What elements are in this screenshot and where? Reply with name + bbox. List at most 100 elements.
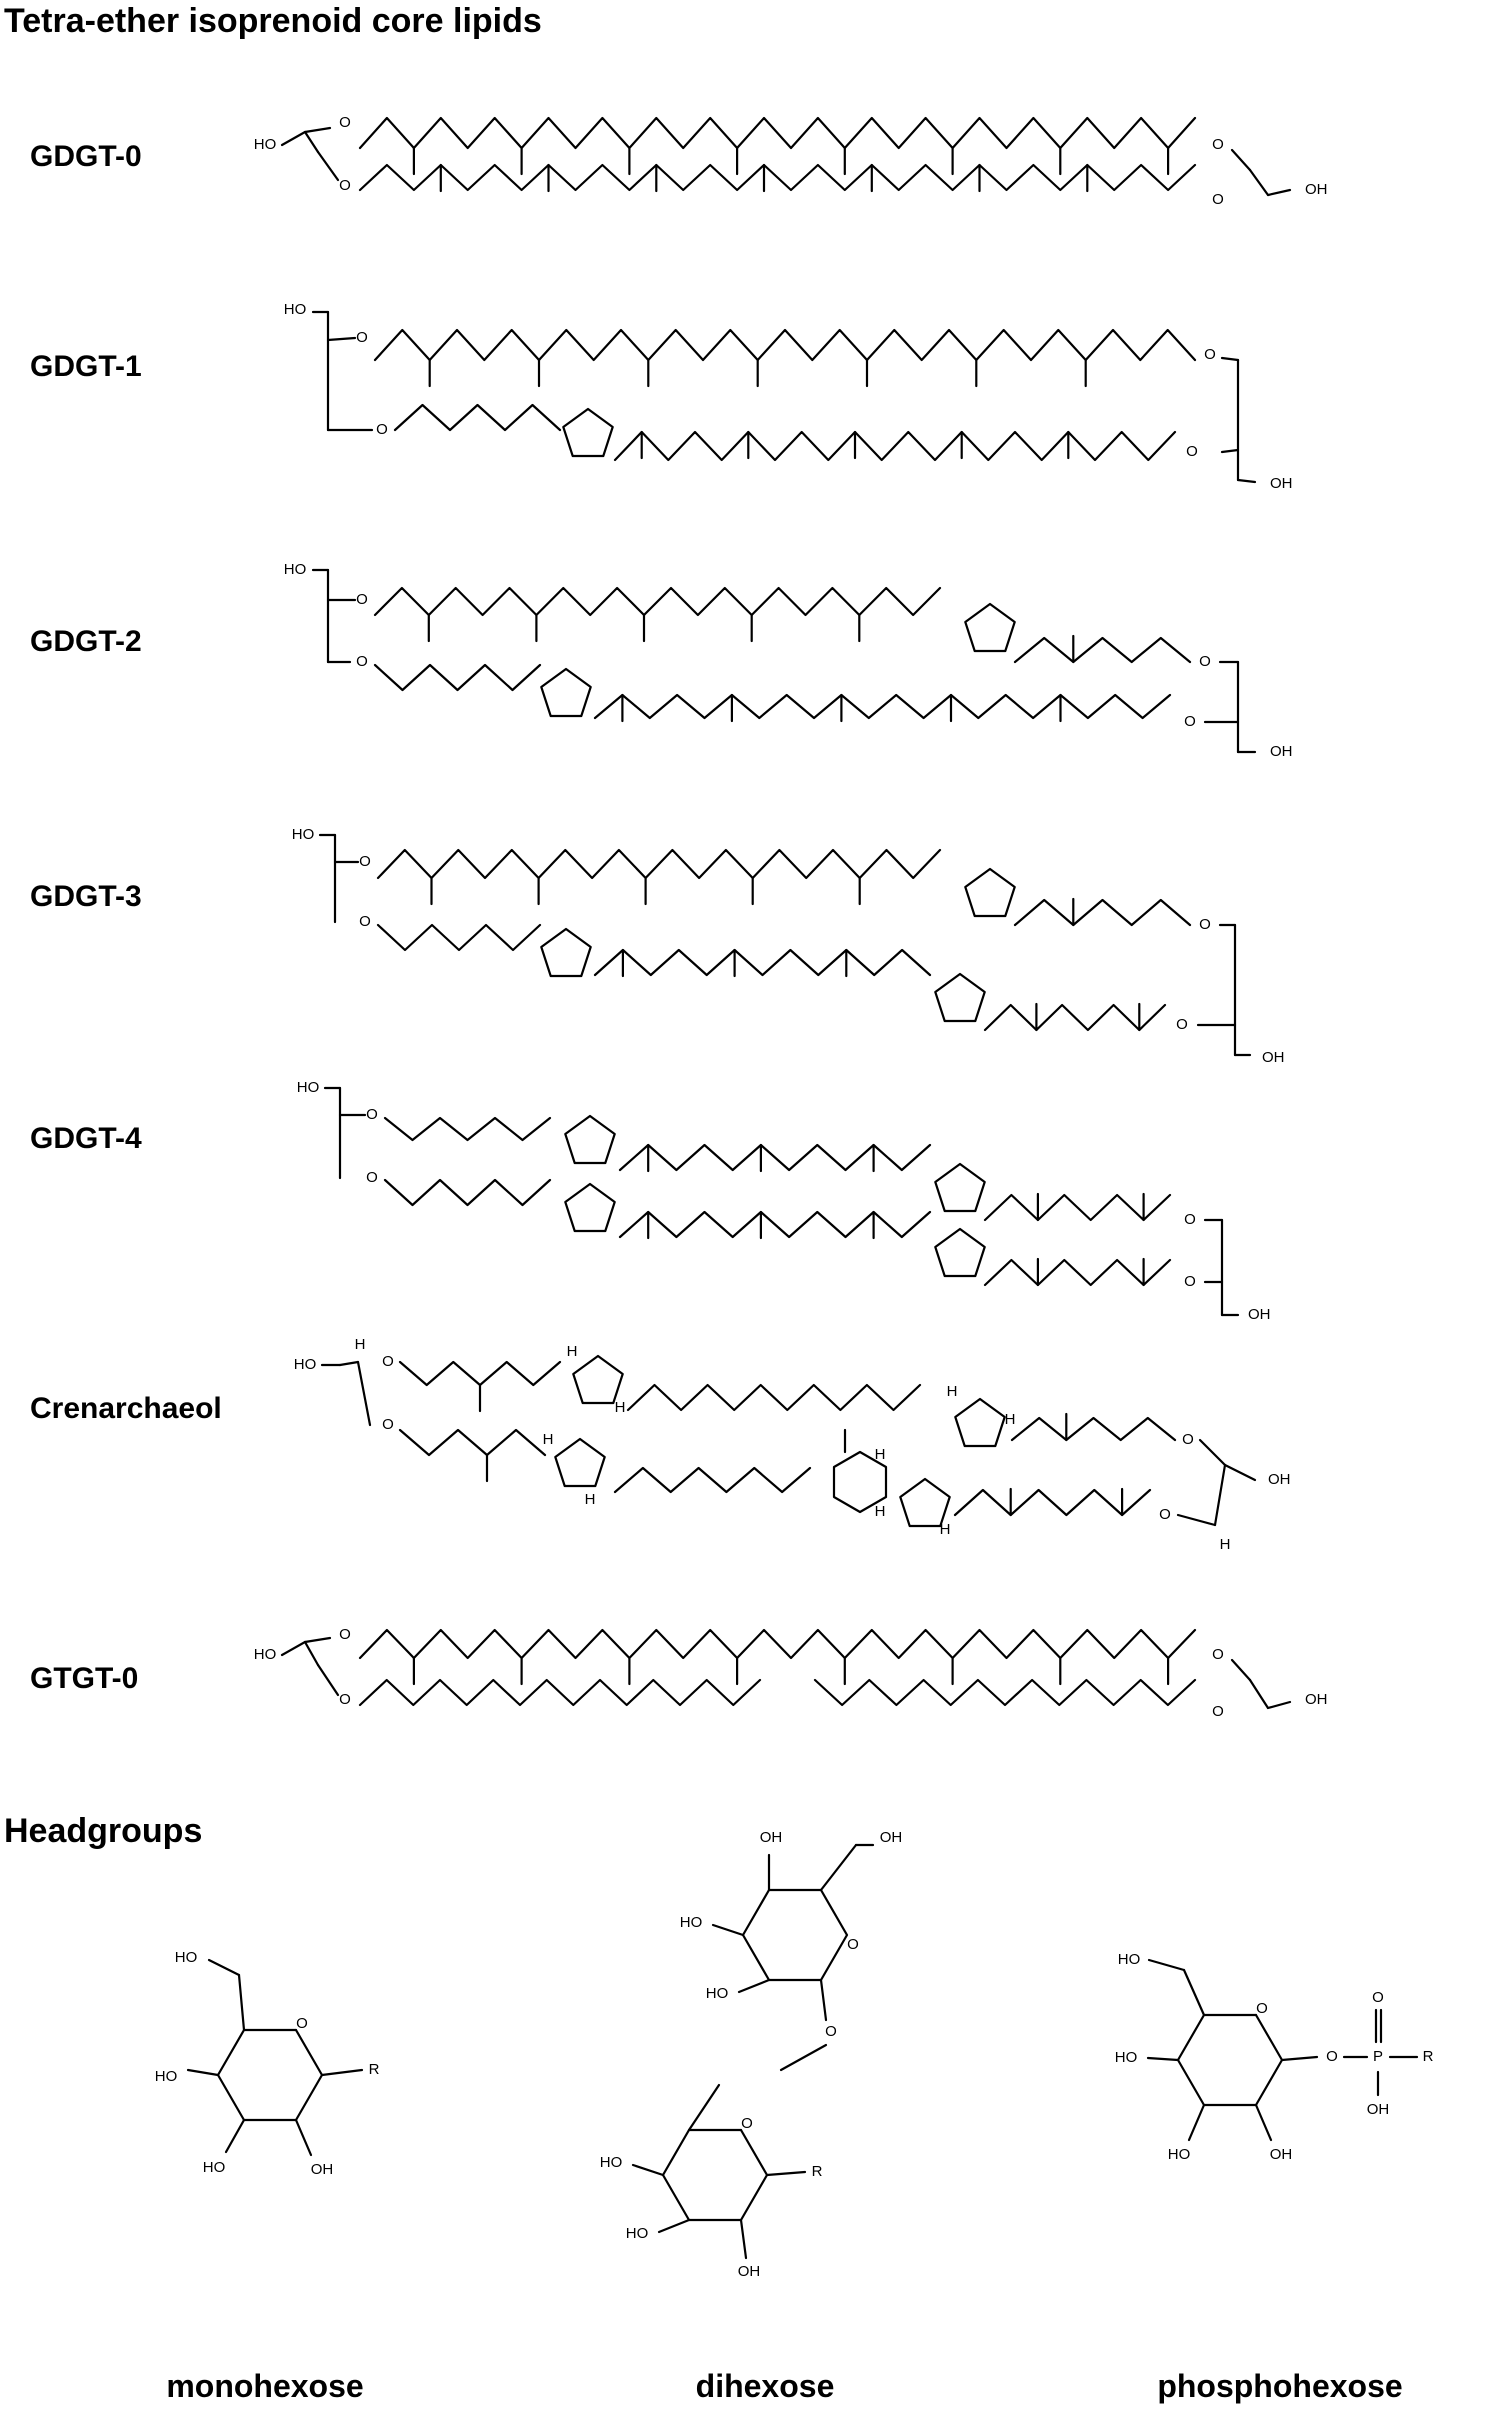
hydroxyl-label: HO [1118,1951,1141,1968]
lipid-label-gdgt-3: GDGT-3 [30,880,142,913]
bond [1236,478,1257,484]
bond [687,2083,721,2132]
hydrogen-label: H [875,1503,886,1520]
cyclopentane-ring [934,1162,986,1213]
bond [1248,1678,1270,1710]
ether-oxygen: O [366,1106,378,1123]
top-chain-mid [618,1143,932,1172]
hydroxyl-label: HO [600,2154,623,2171]
hydroxyl-label: OH [1305,181,1328,198]
bottom-chain-tail [983,1003,1167,1032]
top-chain-tail [1010,1416,1177,1442]
lipid-label-gdgt-4: GDGT-4 [30,1122,142,1155]
hydrogen-label: H [1220,1536,1231,1553]
ether-oxygen: O [359,913,371,930]
hydroxyl-label: HO [1115,2049,1138,2066]
hydroxyl-label: HO [706,1985,729,2002]
ring-oxygen: O [847,1936,859,1953]
hydroxyl-label: HO [292,826,315,843]
bond [237,1973,246,2032]
hydrogen-label: H [355,1336,366,1353]
bond [1147,1958,1186,1972]
r-group-label: R [369,2061,380,2078]
hydroxyl-label: HO [626,2225,649,2242]
bottom-chain-mid [618,1210,932,1239]
bond [1223,1463,1257,1482]
ring-oxygen: O [296,2015,308,2032]
ether-oxygen: O [339,177,351,194]
bond [819,1843,858,1892]
hydroxyl-label: HO [203,2159,226,2176]
bond [316,1663,340,1697]
ether-oxygen: O [1212,191,1224,208]
cyclopentane-ring [964,867,1016,918]
ring-bond [741,1888,849,1982]
bond [207,1958,241,1977]
bond [303,1636,332,1644]
bond [280,130,307,147]
hydroxyl-label: OH [1367,2101,1390,2118]
bottom-chain-tail [953,1488,1152,1517]
top-chain [358,1628,1197,1660]
hydrogen-label: H [947,1383,958,1400]
hydrogen-label: H [615,1399,626,1416]
hydrogen-label: H [567,1343,578,1360]
cyclopentane-ring [964,602,1016,653]
ring-bond [216,2028,298,2077]
hydroxyl-label: OH [880,1829,903,1846]
ether-oxygen: O [1159,1506,1171,1523]
bottom-chain-mid [613,1466,812,1494]
ring-bond [216,2028,324,2122]
hydroxyl-label: HO [1168,2146,1191,2163]
bond [1146,2056,1180,2062]
r-group-label: R [1423,2048,1434,2065]
hydrogen-label: H [1005,1411,1016,1428]
bond [224,2118,246,2154]
bond [294,2118,313,2157]
hydroxyl-label: OH [311,2161,334,2178]
ether-oxygen: O [1212,1646,1224,1663]
bond [338,1360,360,1367]
hydroxyl-label: HO [284,561,307,578]
ether-oxygen: O [339,1691,351,1708]
hydroxyl-label: OH [1270,2146,1293,2163]
glycosidic-oxygen: O [825,2023,837,2040]
ether-oxygen: O [366,1169,378,1186]
bottom-chain-right [593,693,1172,720]
bottom-chain-right [813,1678,1197,1707]
hydrogen-label: H [940,1521,951,1538]
ether-oxygen: O [339,1626,351,1643]
phosphoryl-oxygen: O [1372,1989,1384,2006]
ring-oxygen: O [1256,2000,1268,2017]
bond [1254,2103,1273,2142]
ring-bond [1176,2013,1284,2107]
bond [1230,148,1252,172]
bottom-chain-left [373,663,542,692]
bond [1220,356,1240,362]
ring-bond [1176,2013,1258,2062]
bond [779,2043,828,2072]
hydrogen-label: H [585,1491,596,1508]
hydrogen-label: H [875,1446,886,1463]
bond [1248,168,1270,197]
ether-oxygen: O [382,1416,394,1433]
hydroxyl-label: OH [1248,1306,1271,1323]
ether-oxygen: O [1184,1273,1196,1290]
bond [320,2068,364,2077]
ether-oxygen: O [1176,1016,1188,1033]
hydroxyl-label: OH [738,2263,761,2280]
hydroxyl-label: OH [1270,475,1293,492]
bottom-chain [358,163,1197,192]
top-chain-tail [1013,636,1192,664]
headgroup-label-monohexose: monohexose [166,2368,364,2404]
bond [657,2218,691,2234]
hydroxyl-label: HO [680,1914,703,1931]
phosphorus-label: P [1373,2048,1383,2065]
